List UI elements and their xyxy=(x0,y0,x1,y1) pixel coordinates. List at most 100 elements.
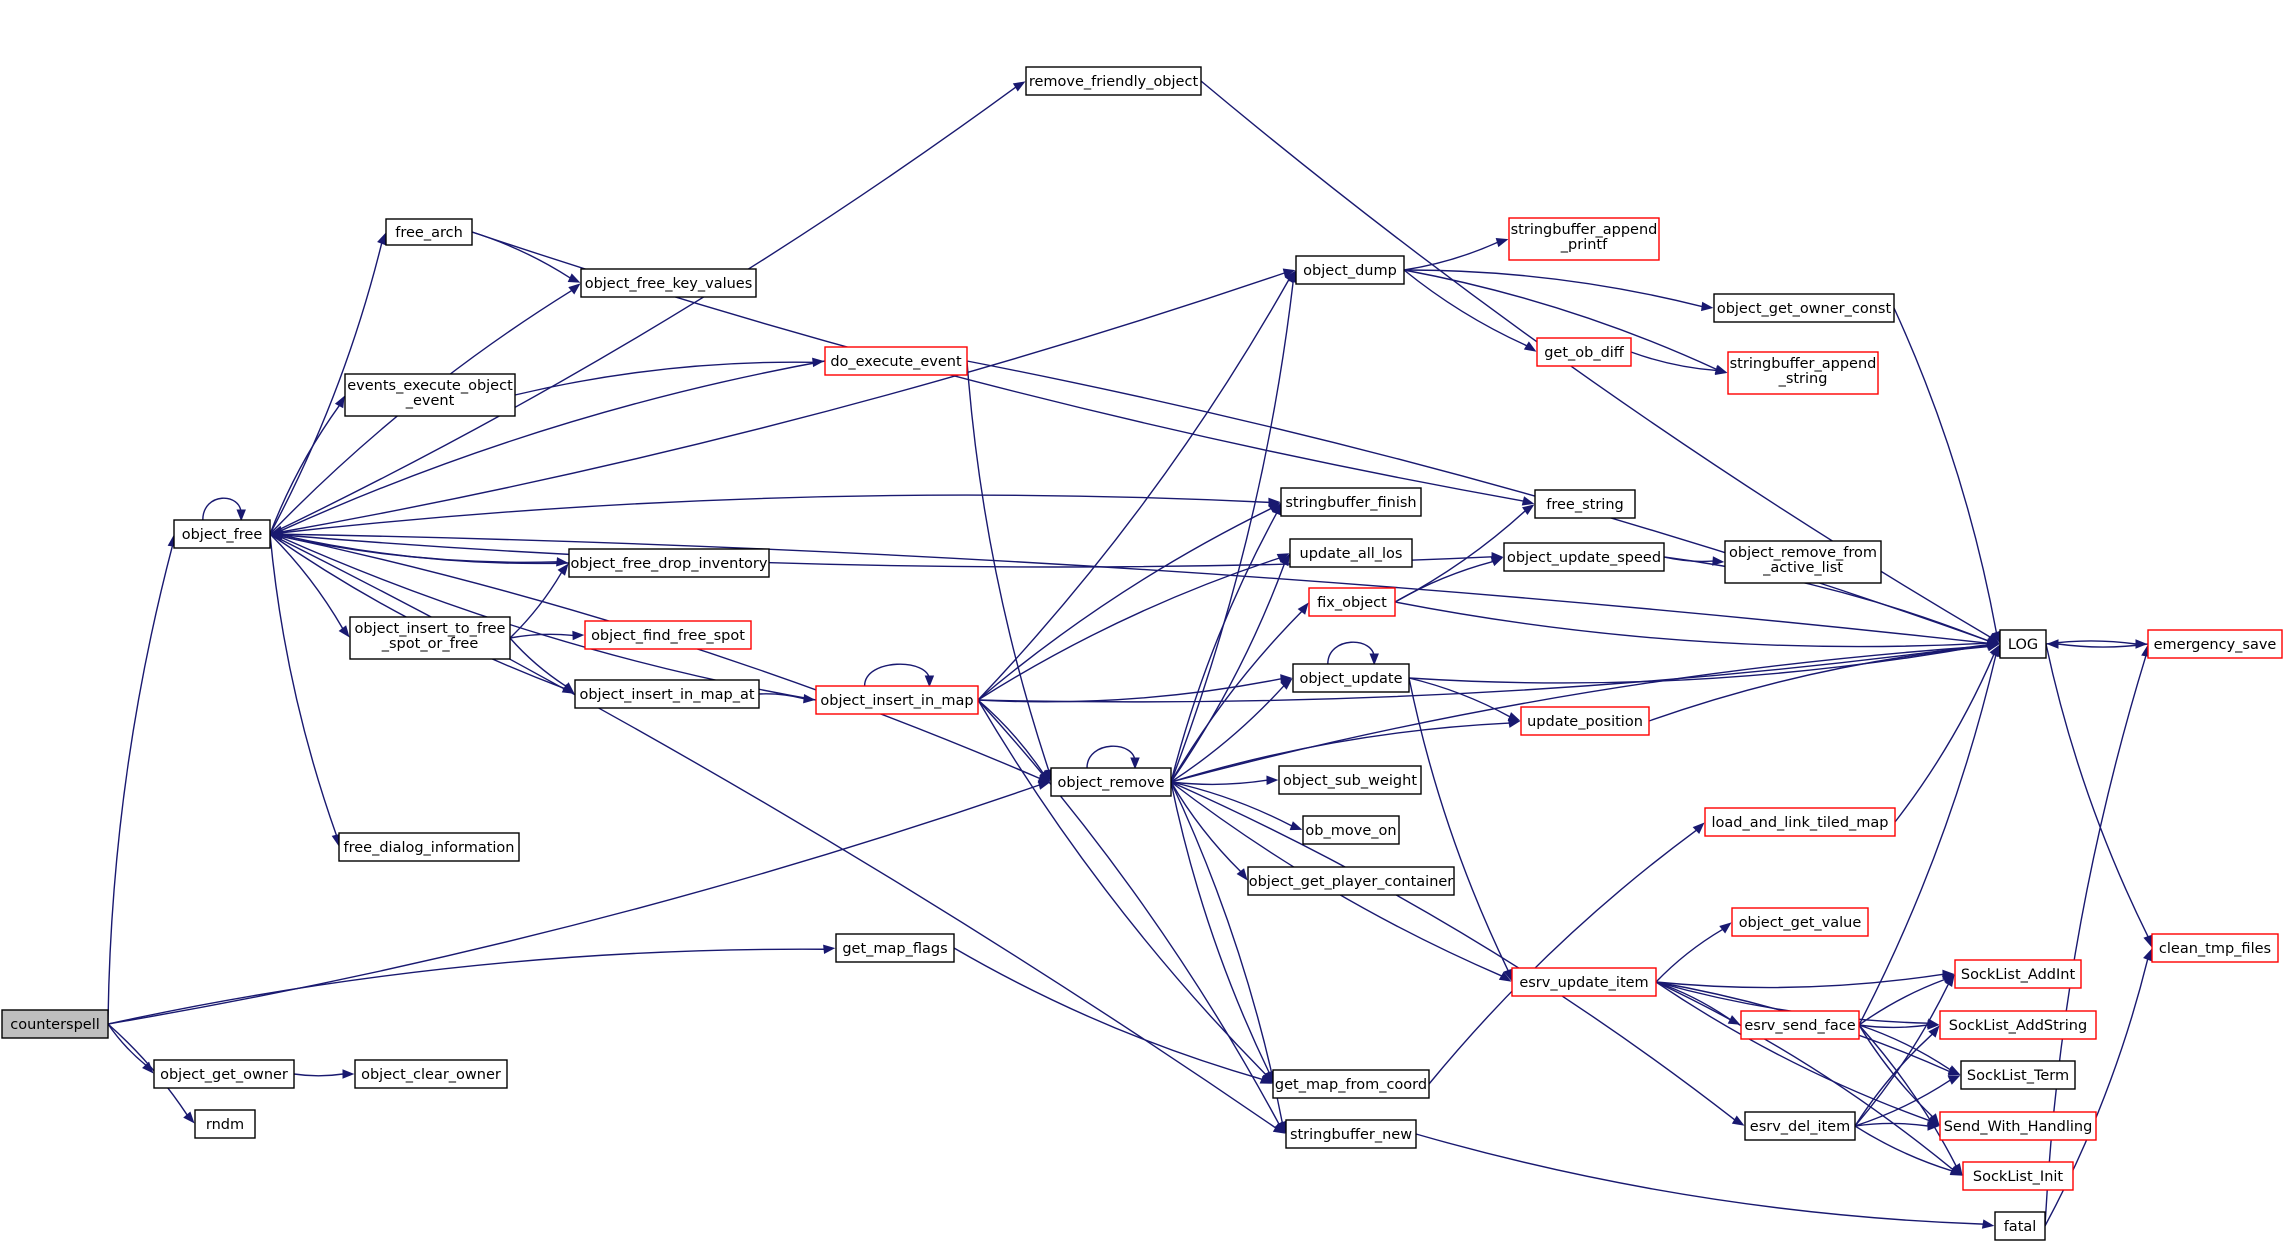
node-get-ob-diff[interactable]: get_ob_diff xyxy=(1536,337,1632,367)
edge-arrowhead xyxy=(2046,639,2059,649)
edge-line xyxy=(1408,677,1509,971)
node-socklist-term[interactable]: SockList_Term xyxy=(1960,1060,2076,1090)
node-get-map-from-coord[interactable]: get_map_from_coord xyxy=(1272,1069,1430,1099)
edge-line xyxy=(1403,269,1703,308)
node-esrv-update-item[interactable]: esrv_update_item xyxy=(1511,967,1657,997)
edge-object-remove-to-ob-move-on xyxy=(1170,781,1303,831)
node-object-sub-weight[interactable]: object_sub_weight xyxy=(1278,765,1422,795)
edge-line xyxy=(1858,1024,1951,1071)
node-log[interactable]: LOG xyxy=(1999,629,2047,659)
node-label: get_ob_diff xyxy=(1544,345,1625,361)
edge-esrv-send-face-to-socklist-term xyxy=(1858,1024,1961,1075)
node-remove-friendly-object[interactable]: remove_friendly_object xyxy=(1025,66,1202,96)
edge-arrowhead xyxy=(342,1069,355,1079)
node-emergency-save[interactable]: emergency_save xyxy=(2147,629,2283,659)
node-ob-move-on[interactable]: ob_move_on xyxy=(1302,815,1400,845)
node-label: fix_object xyxy=(1317,595,1387,611)
edge-line xyxy=(1655,973,1944,989)
node-clean-tmp-files[interactable]: clean_tmp_files xyxy=(2151,933,2279,963)
edge-object-dump-to-stringbuffer-append-printf xyxy=(1403,237,1509,271)
edge-object-remove-to-object-update xyxy=(1170,678,1293,783)
node-free-string[interactable]: free_string xyxy=(1534,489,1636,519)
node-fatal[interactable]: fatal xyxy=(1994,1211,2046,1241)
node-object-insert-in-map-at[interactable]: object_insert_in_map_at xyxy=(574,679,760,709)
node-stringbuffer-new[interactable]: stringbuffer_new xyxy=(1285,1119,1417,1149)
edge-counterspell-to-get-map-flags xyxy=(107,944,836,1025)
node-label: remove_friendly_object xyxy=(1029,74,1199,90)
node-label: esrv_del_item xyxy=(1750,1119,1850,1135)
node-object-find-free-spot[interactable]: object_find_free_spot xyxy=(584,620,752,650)
node-object-remove-from-active-list[interactable]: object_remove_from_active_list xyxy=(1724,540,1882,584)
node-object-free[interactable]: object_free xyxy=(173,519,271,549)
node-object-insert-in-map[interactable]: object_insert_in_map xyxy=(815,685,979,715)
node-label: free_dialog_information xyxy=(344,840,515,856)
node-free-arch[interactable]: free_arch xyxy=(385,218,473,246)
edge-line xyxy=(269,533,338,836)
edge-object-get-owner-const-to-log xyxy=(1893,307,2001,644)
node-object-free-drop-inventory[interactable]: object_free_drop_inventory xyxy=(568,548,770,578)
edge-arrowhead xyxy=(1289,821,1303,831)
node-object-dump[interactable]: object_dump xyxy=(1295,255,1405,285)
edge-line xyxy=(1655,928,1723,983)
node-update-all-los[interactable]: update_all_los xyxy=(1289,538,1413,568)
edge-line xyxy=(269,272,1285,535)
node-object-insert-to-free-spot-or-free[interactable]: object_insert_to_free_spot_or_free xyxy=(349,616,511,660)
node-events-execute-object-event[interactable]: events_execute_object_event xyxy=(344,373,516,417)
edge-arrowhead xyxy=(1731,1115,1745,1126)
node-rndm[interactable]: rndm xyxy=(194,1109,256,1139)
node-label: get_map_flags xyxy=(842,941,947,957)
node-object-clear-owner[interactable]: object_clear_owner xyxy=(354,1059,508,1089)
node-esrv-del-item[interactable]: esrv_del_item xyxy=(1744,1111,1856,1141)
node-box xyxy=(1939,1111,2097,1141)
edge-esrv-update-item-to-object-get-value xyxy=(1655,922,1732,983)
node-box xyxy=(1,1009,109,1039)
edge-line xyxy=(107,1023,147,1066)
node-box xyxy=(1247,866,1455,896)
edge-object-get-owner-to-object-clear-owner xyxy=(293,1069,355,1079)
node-send-with-handling[interactable]: Send_With_Handling xyxy=(1939,1111,2097,1141)
edge-line xyxy=(1858,978,1945,1026)
edge-line xyxy=(1854,983,1950,1127)
edge-do-execute-event-to-log xyxy=(966,360,2000,646)
edge-counterspell-to-object-remove xyxy=(107,780,1051,1025)
node-load-and-link-tiled-map[interactable]: load_and_link_tiled_map xyxy=(1704,807,1896,837)
node-box xyxy=(1503,542,1665,572)
node-esrv-send-face[interactable]: esrv_send_face xyxy=(1740,1010,1860,1040)
node-stringbuffer-finish[interactable]: stringbuffer_finish xyxy=(1280,487,1422,517)
node-label: _spot_or_free xyxy=(381,636,479,652)
node-do-execute-event[interactable]: do_execute_event xyxy=(824,346,968,376)
node-free-dialog-information[interactable]: free_dialog_information xyxy=(338,832,520,862)
node-socklist-init[interactable]: SockList_Init xyxy=(1962,1161,2074,1191)
edge-object-insert-in-map-to-object-dump xyxy=(977,270,1296,701)
node-box xyxy=(1280,487,1422,517)
edge-arrowhead xyxy=(2143,934,2153,948)
node-socklist-addint[interactable]: SockList_AddInt xyxy=(1954,959,2082,989)
node-object-update-speed[interactable]: object_update_speed xyxy=(1503,542,1665,572)
node-fix-object[interactable]: fix_object xyxy=(1308,587,1396,617)
node-object-update[interactable]: object_update xyxy=(1292,663,1410,693)
edge-line xyxy=(514,361,814,396)
node-label: stringbuffer_append xyxy=(1730,356,1877,372)
node-get-map-flags[interactable]: get_map_flags xyxy=(835,933,955,963)
node-box xyxy=(385,218,473,246)
node-object-get-player-container[interactable]: object_get_player_container xyxy=(1247,866,1455,896)
node-stringbuffer-append-printf[interactable]: stringbuffer_append_printf xyxy=(1508,217,1660,261)
node-box xyxy=(824,346,968,376)
node-update-position[interactable]: update_position xyxy=(1520,706,1650,736)
edge-line xyxy=(1170,781,1293,827)
edge-object-remove-to-update-all-los xyxy=(1170,553,1290,783)
node-stringbuffer-append-string[interactable]: stringbuffer_append_string xyxy=(1727,351,1879,395)
node-socklist-addstring[interactable]: SockList_AddString xyxy=(1939,1010,2097,1040)
edge-line xyxy=(977,678,1282,703)
node-label: object_insert_to_free xyxy=(355,621,506,637)
edge-object-remove-to-stringbuffer-finish xyxy=(1170,502,1281,783)
edge-line xyxy=(977,699,1044,774)
node-object-get-value[interactable]: object_get_value xyxy=(1731,907,1869,937)
node-counterspell[interactable]: counterspell xyxy=(1,1009,109,1039)
edge-line xyxy=(1408,644,1989,684)
node-object-remove[interactable]: object_remove xyxy=(1050,767,1172,797)
edge-arrowhead xyxy=(338,625,350,638)
node-object-get-owner[interactable]: object_get_owner xyxy=(153,1059,295,1089)
node-object-get-owner-const[interactable]: object_get_owner_const xyxy=(1713,293,1895,323)
node-object-free-key-values[interactable]: object_free_key_values xyxy=(580,268,757,298)
